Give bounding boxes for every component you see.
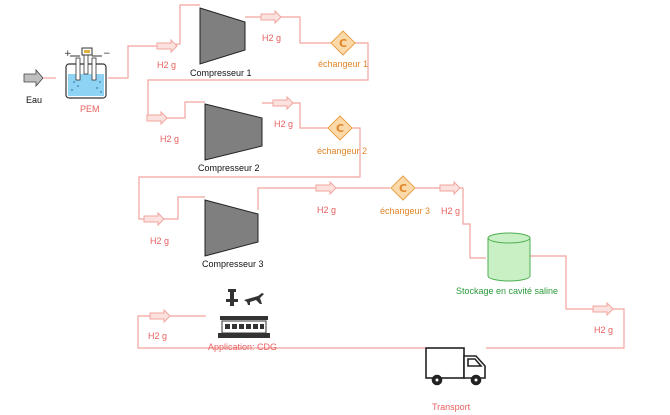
label-transport: Transport xyxy=(432,402,471,412)
label-h2-3: H2 g xyxy=(160,134,180,144)
label-compresseur-3: Compresseur 3 xyxy=(202,259,264,269)
flow-exchanger-3-to-storage xyxy=(415,187,486,259)
svg-text:C: C xyxy=(399,182,407,195)
compressor-1-shape xyxy=(199,7,246,65)
label-h2-5: H2 g xyxy=(150,236,170,246)
storage-cylinder-icon xyxy=(487,232,531,282)
label-compresseur-2: Compresseur 2 xyxy=(198,163,260,173)
pem-electrolyser-icon: + − xyxy=(64,47,111,99)
flow-transport-to-application xyxy=(137,315,425,349)
compressor-2-shape xyxy=(204,103,263,161)
exchanger-1-icon: C xyxy=(330,30,356,56)
label-echangeur-2: échangeur 2 xyxy=(317,146,368,156)
flow-exchanger-2-to-compressor-3 xyxy=(138,127,361,220)
label-stockage: Stockage en cavité saline xyxy=(456,286,559,296)
arrow-4 xyxy=(146,110,168,126)
label-eau: Eau xyxy=(26,95,43,105)
arrow-7 xyxy=(439,180,461,196)
arrow-8 xyxy=(592,301,614,317)
arrow-1 xyxy=(156,38,178,54)
arrow-3 xyxy=(272,95,294,111)
label-h2-4: H2 g xyxy=(274,119,294,129)
label-h2-8: H2 g xyxy=(594,325,614,335)
water-inlet-arrow xyxy=(23,68,44,88)
label-compresseur-1: Compresseur 1 xyxy=(190,68,252,78)
svg-text:+: + xyxy=(64,49,72,59)
arrow-6 xyxy=(315,180,337,196)
flow-arrows xyxy=(143,9,614,324)
flow-compressor-2-to-exchanger-2 xyxy=(262,102,330,129)
truck-icon xyxy=(425,347,486,386)
exchanger-3-icon: C xyxy=(390,175,416,201)
arrow-9 xyxy=(149,308,171,324)
label-application: Application: CDG xyxy=(208,342,278,352)
label-h2-9: H2 g xyxy=(148,331,168,341)
flow-compressor-3-to-exchanger-3 xyxy=(257,187,390,210)
label-echangeur-1: échangeur 1 xyxy=(318,59,369,69)
flow-compressor-1-to-exchanger-1 xyxy=(245,16,332,44)
label-h2-7: H2 g xyxy=(441,206,461,216)
flow-pem-to-compressor-1 xyxy=(108,4,200,79)
svg-text:C: C xyxy=(336,122,344,135)
label-echangeur-3: échangeur 3 xyxy=(380,206,431,216)
arrow-2 xyxy=(260,9,282,25)
svg-text:−: − xyxy=(103,49,111,59)
exchanger-2-icon: C xyxy=(327,115,353,141)
label-h2-2: H2 g xyxy=(262,33,282,43)
airport-icon xyxy=(218,289,270,338)
svg-text:C: C xyxy=(339,37,347,50)
compressor-3-shape xyxy=(204,199,259,257)
label-h2-6: H2 g xyxy=(317,205,337,215)
label-pem: PEM xyxy=(80,104,100,114)
arrow-5 xyxy=(143,211,165,227)
label-h2-1: H2 g xyxy=(157,60,177,70)
flow-exchanger-1-to-compressor-2 xyxy=(147,42,369,119)
